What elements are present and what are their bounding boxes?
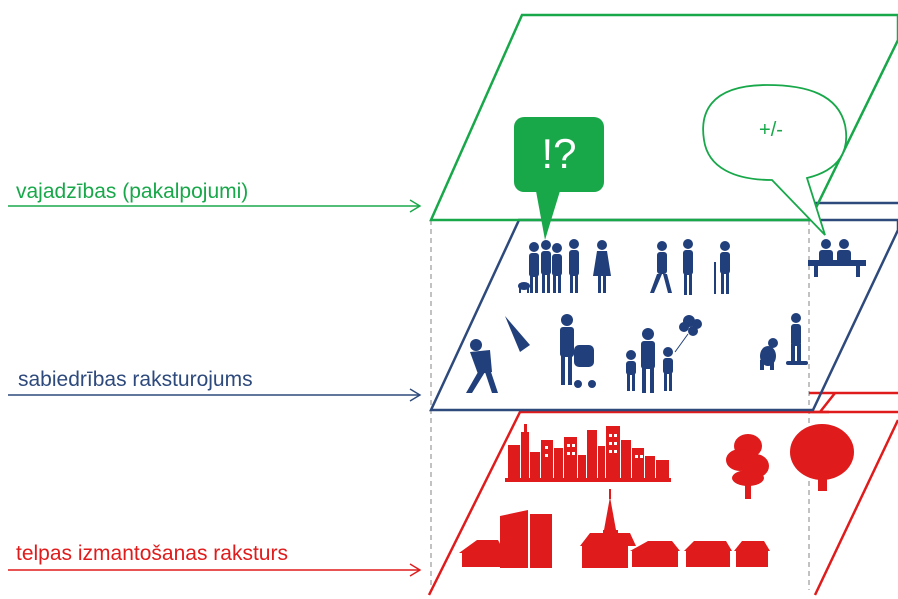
needs-plane — [429, 13, 898, 222]
city-skyline-icon — [505, 424, 671, 482]
society-arrow — [8, 388, 422, 402]
bench-people-icon — [808, 239, 866, 277]
space-arrow — [8, 563, 422, 577]
needs-layer-label: vajadzības (pakalpojumi) — [16, 180, 248, 203]
opinion-callout-text: +/- — [759, 119, 783, 141]
tree-small-icon — [726, 434, 769, 499]
society-plane-outline — [429, 218, 898, 412]
skateboarder-icon — [786, 313, 808, 365]
opinion-callout: +/- — [702, 84, 848, 236]
walking-people-icon — [650, 239, 730, 295]
church-icon — [580, 489, 636, 568]
tree-large-icon — [790, 424, 854, 491]
stroller-icon — [560, 314, 596, 388]
house-icon — [459, 540, 505, 567]
society-plane — [429, 201, 898, 412]
needs-plane-outline — [429, 13, 898, 222]
family-balloons-icon — [626, 315, 702, 393]
needs-arrow — [8, 199, 422, 213]
person-umbrella-icon — [466, 316, 530, 393]
apartment-block-icon — [500, 510, 552, 568]
space-plane — [427, 391, 898, 596]
question-callout: !? — [514, 117, 604, 240]
dog-icon — [760, 338, 778, 370]
family-with-dog-icon — [518, 240, 562, 293]
question-callout-text: !? — [541, 130, 576, 177]
couple-icon — [569, 239, 611, 293]
society-layer-label: sabiedrības raksturojums — [18, 368, 253, 391]
dashed-guides — [430, 220, 810, 590]
low-buildings-icon — [630, 541, 770, 567]
space-layer-label: telpas izmantošanas raksturs — [16, 542, 288, 565]
